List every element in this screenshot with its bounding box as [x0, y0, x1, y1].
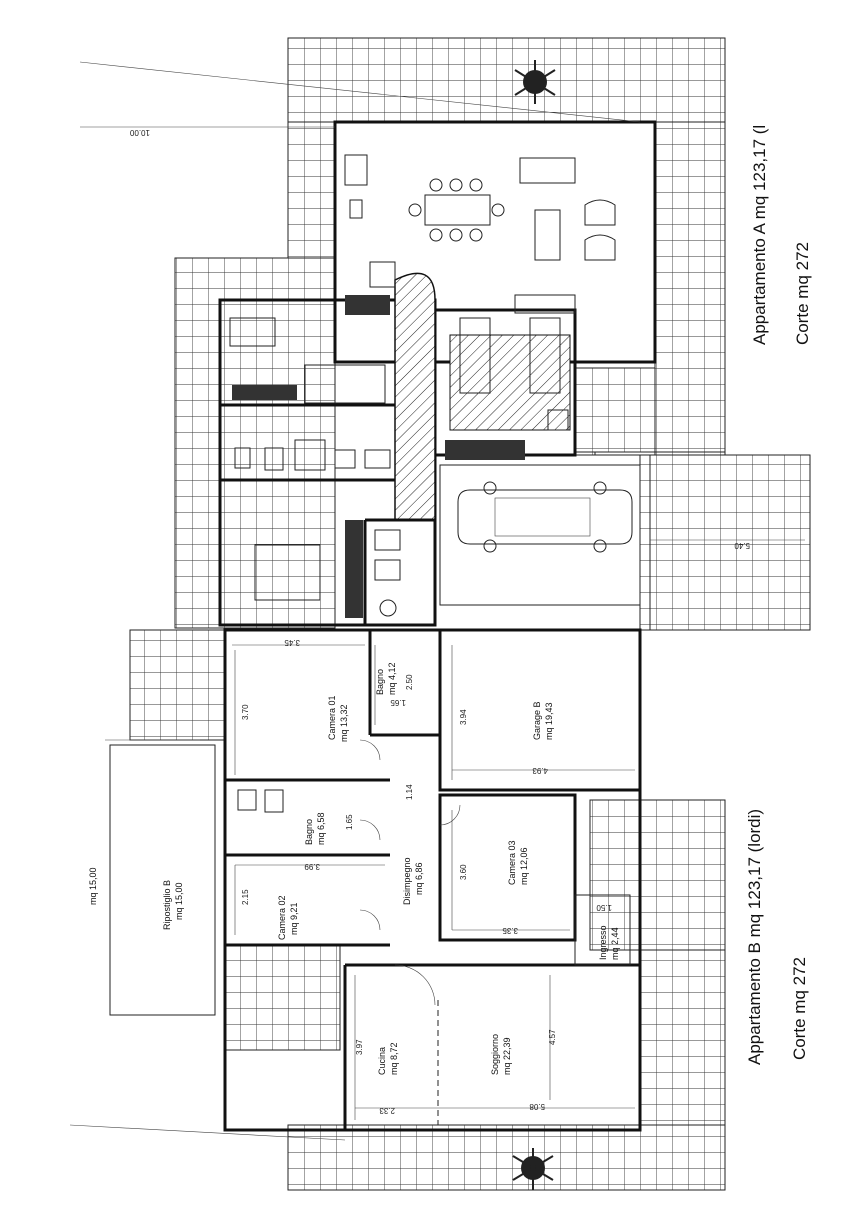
tree-icon: [512, 1148, 554, 1190]
room-disimpegno-name: Disimpegno: [402, 857, 412, 905]
apartment-a-furniture: [229, 154, 616, 618]
apartment-b-outline: [109, 628, 642, 1132]
room-cucina-area: mq 8,72: [389, 1042, 399, 1075]
room-camera03-name: Camera 03: [507, 840, 517, 885]
dim-garage-w: 4.93: [532, 766, 548, 775]
room-camera01-name: Camera 01: [327, 695, 337, 740]
dim-camera01-h: 3.70: [241, 704, 250, 720]
room-ripostiglio-name: Ripostiglio B: [162, 880, 172, 930]
dim-camera02-w: 3.99: [304, 862, 320, 871]
dim-bagno-small-h: 2.50: [405, 674, 414, 690]
dim-soggiorno-h: 4.57: [548, 1029, 557, 1045]
dim-soggiorno-w: 5.08: [529, 1102, 545, 1111]
dim-camera03-h: 3.60: [459, 864, 468, 880]
dim-bagno-small-w: 1.65: [390, 698, 406, 707]
room-camera02-area: mq 9,21: [289, 902, 299, 935]
apartment-a-corte: Corte mq 272: [793, 242, 812, 345]
courtyard-paving: [129, 37, 811, 1191]
room-garage-area: mq 19,43: [544, 702, 554, 740]
dim-camera01-w: 3.45: [284, 638, 300, 647]
tree-icon: [514, 60, 556, 104]
room-ingresso-name: Ingresso: [598, 925, 608, 960]
dim-cucina-h: 3.97: [355, 1039, 364, 1055]
room-camera01-area: mq 13,32: [339, 704, 349, 742]
room-ingresso-area: mq 2,44: [610, 927, 620, 960]
apartment-b-corte: Corte mq 272: [790, 957, 809, 1060]
dim-ingresso: 1.50: [596, 903, 612, 912]
room-soggiorno-name: Soggiorno: [490, 1034, 500, 1075]
room-garage-name: Garage B: [532, 701, 542, 740]
room-bagno-area: mq 6,58: [316, 812, 326, 845]
room-ripostiglio-area: mq 15,00: [174, 882, 184, 920]
dim-garage-h: 3.94: [459, 709, 468, 725]
room-cucina-name: Cucina: [377, 1047, 387, 1075]
dimension-lines: [69, 61, 805, 1141]
apartment-a-title: Appartamento A mq 123,17 (l: [750, 125, 769, 345]
room-camera02-name: Camera 02: [277, 895, 287, 940]
room-bagno-small-area: mq 4,12: [387, 662, 397, 695]
room-bagno-small-name: Bagno: [375, 669, 385, 695]
dim-bagno: 1.65: [345, 814, 354, 830]
room-disimpegno-area: mq 6,86: [414, 862, 424, 895]
dim-right-line: 5.40: [734, 541, 750, 550]
apartment-b-title: Appartamento B mq 123,17 (lordi): [745, 809, 764, 1065]
room-bagno-name: Bagno: [304, 819, 314, 845]
dim-disimpegno: 1.14: [405, 784, 414, 800]
dim-top-line: 10.00: [129, 128, 150, 137]
ripostiglio-outer-area: mq 15,00: [88, 867, 98, 905]
dim-cucina-w: 2.33: [379, 1106, 395, 1115]
room-camera03-area: mq 12,06: [519, 847, 529, 885]
car-icon: [457, 481, 633, 553]
dim-camera02-h: 2.15: [241, 889, 250, 905]
room-soggiorno-area: mq 22,39: [502, 1037, 512, 1075]
dim-camera03-w: 3.35: [502, 926, 518, 935]
